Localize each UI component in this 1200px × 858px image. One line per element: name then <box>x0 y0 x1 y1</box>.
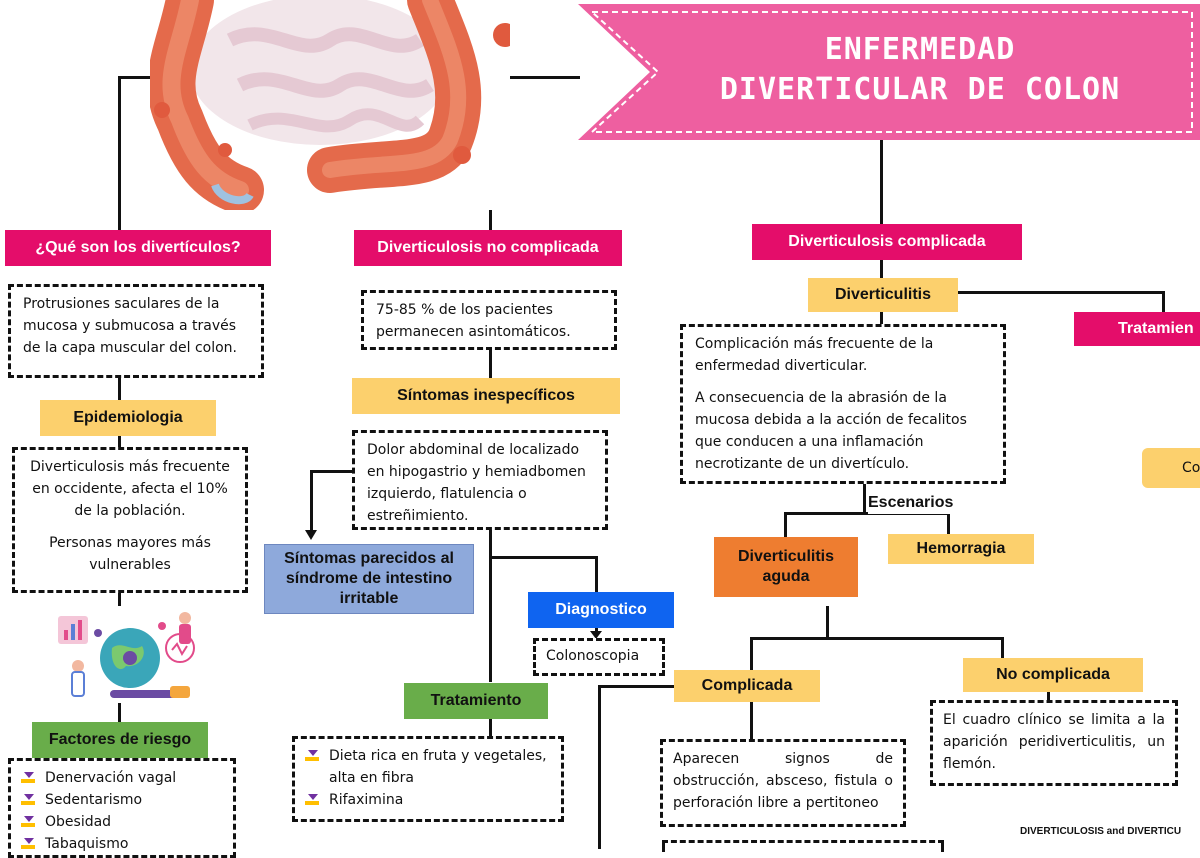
connector <box>880 311 883 325</box>
sintomas-text: Dolor abdominal de localizado en hipogas… <box>352 430 608 530</box>
que-son-paragraph: Protrusiones saculares de la mucosa y su… <box>23 296 237 356</box>
list-item: Tabaquismo <box>21 833 223 855</box>
co-box: Co <box>1142 448 1200 488</box>
connector <box>310 470 313 532</box>
connector <box>598 685 676 688</box>
connector <box>310 470 354 473</box>
list-item-text: Dieta rica en fruta y vegetales, alta en… <box>329 748 547 786</box>
list-item: Denervación vagal <box>21 767 223 789</box>
title-line-2: DIVERTICULAR DE COLON <box>719 72 1121 107</box>
epi-paragraph-2: Personas mayores más vulnerables <box>49 535 211 573</box>
title-banner-shape <box>578 4 1200 140</box>
no-complicada-header: Diverticulosis no complicada <box>354 230 622 266</box>
list-item: Rifaximina <box>305 789 551 811</box>
tratamiento-list-box: Dieta rica en fruta y vegetales, alta en… <box>292 736 564 822</box>
epi-paragraph-1: Diverticulosis más frecuente en occident… <box>30 459 230 519</box>
no-comp-text: El cuadro clínico se limita a la aparici… <box>930 700 1178 786</box>
diverticulitis-text: Complicación más frecuente de la enferme… <box>680 324 1006 484</box>
bullet-icon <box>21 815 35 829</box>
connector <box>784 512 787 538</box>
tratamiento-right-label: Tratamien <box>1118 320 1194 337</box>
connector <box>1001 637 1004 659</box>
diagnostico-text: Colonoscopia <box>533 638 665 676</box>
list-item-text: Obesidad <box>45 814 112 830</box>
diagnostico-paragraph: Colonoscopia <box>546 648 640 664</box>
connector <box>595 556 598 592</box>
connector <box>947 512 950 534</box>
que-son-text: Protrusiones saculares de la mucosa y su… <box>8 284 264 378</box>
sintomas-header: Síntomas inespecíficos <box>352 378 620 414</box>
list-item-text: Tabaquismo <box>45 836 129 852</box>
diagnostico-header: Diagnostico <box>528 592 674 628</box>
tratamiento-header: Tratamiento <box>404 683 548 719</box>
list-item-text: Denervación vagal <box>45 770 177 786</box>
arrow-down-icon <box>305 530 317 540</box>
bullet-icon <box>21 837 35 851</box>
connector <box>118 76 121 234</box>
tratamiento-right-header: Tratamien <box>1074 312 1200 346</box>
escenarios-label: Escenarios <box>868 494 968 514</box>
bullet-icon <box>305 749 319 763</box>
diverticulitis-paragraph-1: Complicación más frecuente de la enferme… <box>695 336 934 374</box>
page-title: ENFERMEDAD DIVERTICULAR DE COLON <box>660 28 1180 112</box>
diverticulitis-header: Diverticulitis <box>808 278 958 312</box>
comp-paragraph: Aparecen signos de obstrucción, absceso,… <box>673 751 893 811</box>
factores-list-box: Denervación vagal Sedentarismo Obesidad … <box>8 758 236 858</box>
connector <box>863 484 866 514</box>
connector <box>880 140 883 226</box>
connector <box>880 259 883 279</box>
bullet-icon <box>21 771 35 785</box>
arrow-down-icon <box>590 631 602 639</box>
partial-box <box>662 840 944 852</box>
epidemiologia-header: Epidemiologia <box>40 400 216 436</box>
parecidos-box: Síntomas parecidos al síndrome de intest… <box>264 544 474 614</box>
no-comp-header: No complicada <box>963 658 1143 692</box>
list-item: Dieta rica en fruta y vegetales, alta en… <box>305 745 551 789</box>
connector <box>118 436 121 448</box>
connector <box>489 556 597 559</box>
hemorragia-header: Hemorragia <box>888 534 1034 564</box>
que-son-header: ¿Qué son los divertículos? <box>5 230 271 266</box>
connector <box>1162 291 1165 313</box>
sintomas-paragraph: Dolor abdominal de localizado en hipogas… <box>367 442 586 524</box>
connector <box>750 637 1004 640</box>
connector <box>598 685 601 849</box>
connector <box>826 606 829 639</box>
connector <box>489 719 492 737</box>
connector <box>118 376 121 401</box>
list-item-text: Sedentarismo <box>45 792 143 808</box>
list-item: Obesidad <box>21 811 223 833</box>
bullet-icon <box>305 793 319 807</box>
bullet-icon <box>21 793 35 807</box>
no-complicada-paragraph: 75-85 % de los pacientes permanecen asin… <box>376 302 571 340</box>
list-item: Sedentarismo <box>21 789 223 811</box>
no-comp-paragraph: El cuadro clínico se limita a la aparici… <box>943 712 1165 772</box>
no-complicada-text: 75-85 % de los pacientes permanecen asin… <box>361 290 617 350</box>
comp-text: Aparecen signos de obstrucción, absceso,… <box>660 739 906 827</box>
title-line-1: ENFERMEDAD <box>824 32 1016 67</box>
connector <box>489 530 492 682</box>
connector <box>784 512 950 515</box>
connector <box>1047 691 1050 701</box>
connector <box>750 702 753 740</box>
connector <box>118 592 121 606</box>
connector <box>957 291 1165 294</box>
colon-illustration <box>150 0 510 210</box>
connector <box>489 348 492 378</box>
connector <box>750 637 753 671</box>
list-item-text: Rifaximina <box>329 792 404 808</box>
complicada-header: Diverticulosis complicada <box>752 224 1022 260</box>
footer-text: DIVERTICULOSIS and DIVERTICU <box>1020 826 1182 837</box>
epidemiology-illustration <box>58 612 195 698</box>
epidemiologia-text: Diverticulosis más frecuente en occident… <box>12 447 248 593</box>
connector <box>118 703 121 723</box>
diverticulitis-paragraph-2: A consecuencia de la abrasión de la muco… <box>695 390 967 472</box>
co-label: Co <box>1182 460 1200 476</box>
comp-header: Complicada <box>674 670 820 702</box>
factores-header: Factores de riesgo <box>32 722 208 758</box>
aguda-header: Diverticulitis aguda <box>714 537 858 597</box>
connector <box>489 195 492 234</box>
